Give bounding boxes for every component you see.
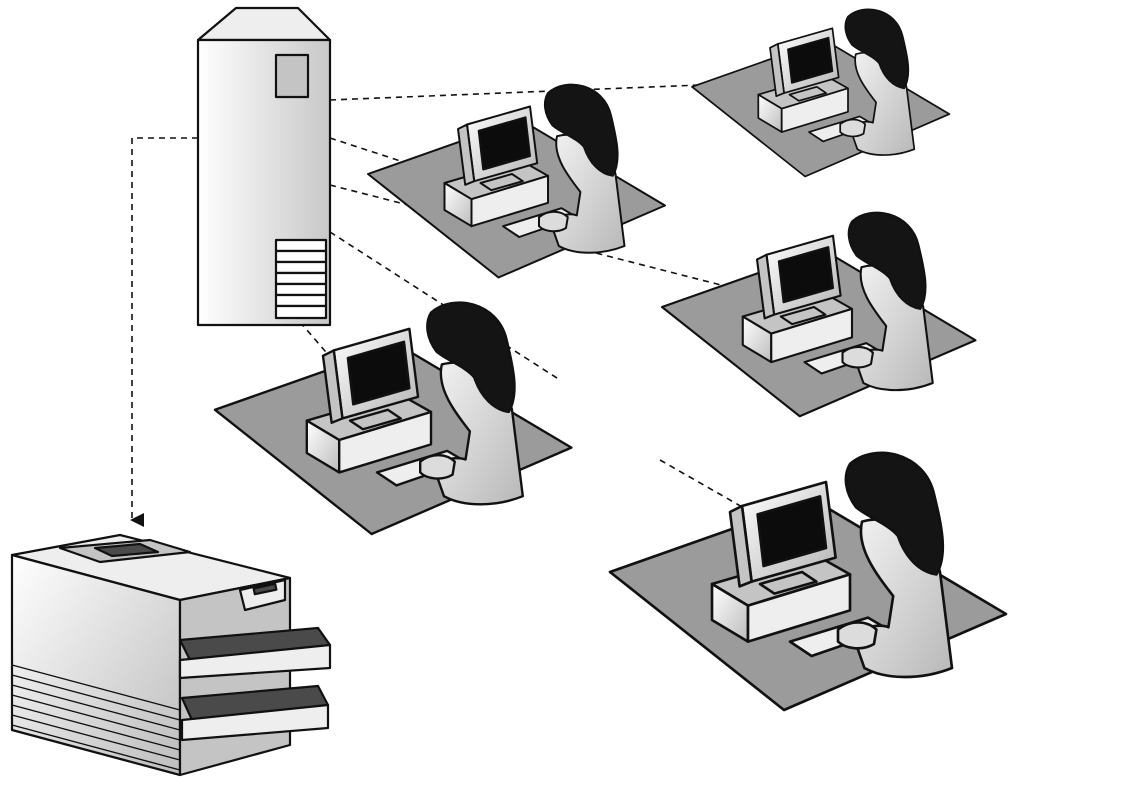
link-server-ws-top-right [329,84,701,101]
workstation-bottom-right [608,451,1008,712]
workstation-top-right [691,8,951,178]
server-tower-icon [196,6,332,327]
workstation-mid-right [660,211,977,418]
link-server-printer [130,137,198,527]
workstation-mid-left [213,301,573,536]
workstation-top-center [367,83,666,279]
printer-icon [10,533,332,777]
link-server-ws-mid-left-b [299,321,351,381]
